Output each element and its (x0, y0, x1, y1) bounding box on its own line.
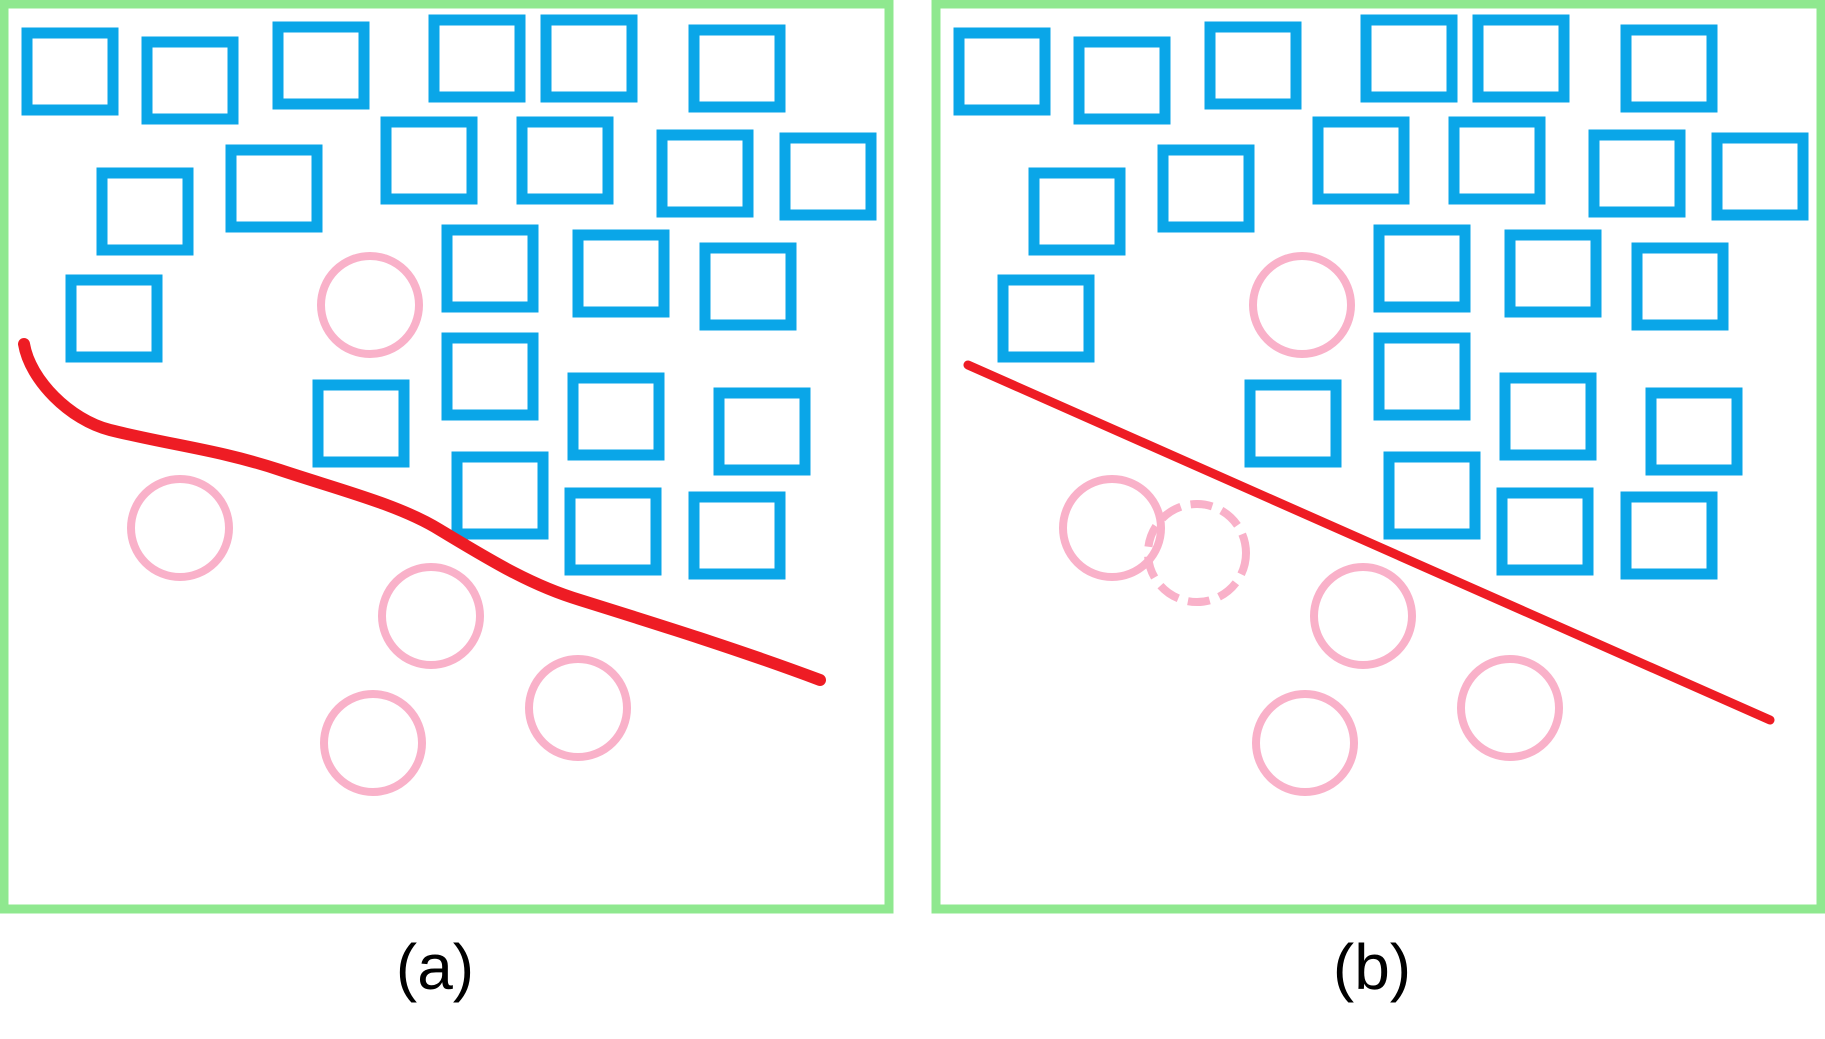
pink-circle (127, 475, 233, 581)
blue-square (1631, 242, 1729, 331)
blue-square (779, 132, 877, 221)
panel-frame (931, 0, 1825, 914)
blue-square (96, 167, 194, 256)
pink-circle (1457, 655, 1563, 761)
blue-square (272, 21, 370, 110)
blue-square (1073, 36, 1171, 125)
pink-circle (378, 563, 484, 669)
caption-b: (b) (1332, 931, 1412, 1003)
blue-square (1204, 21, 1302, 110)
pink-circle (1059, 475, 1165, 581)
blue-square (953, 27, 1051, 116)
blue-square (1499, 372, 1597, 461)
blue-square (1504, 229, 1602, 318)
panel-frame (0, 0, 894, 914)
blue-square (540, 14, 638, 103)
blue-square (1312, 116, 1410, 205)
pink-circle (1310, 563, 1416, 669)
blue-square (564, 487, 662, 576)
pink-circle (1249, 252, 1355, 358)
pink-circle (317, 252, 423, 358)
blue-square (1373, 332, 1471, 421)
blue-square (1157, 144, 1255, 233)
blue-square (441, 332, 539, 421)
blue-square (225, 144, 323, 233)
blue-square (699, 242, 797, 331)
blue-square (1383, 451, 1481, 540)
blue-square (1620, 491, 1718, 580)
blue-square (1360, 14, 1458, 103)
blue-square (1028, 167, 1126, 256)
panel-b (931, 0, 1825, 914)
blue-square (1711, 132, 1809, 221)
blue-square (656, 129, 754, 218)
blue-square (1373, 224, 1471, 313)
blue-square (567, 372, 665, 461)
blue-square (1620, 24, 1718, 113)
pink-circle (525, 655, 631, 761)
blue-square (516, 116, 614, 205)
pink-circle (1252, 690, 1358, 796)
pink-circle (320, 690, 426, 796)
blue-square (1645, 387, 1743, 476)
blue-square (688, 24, 786, 113)
panel-a (0, 0, 894, 914)
blue-square (1448, 116, 1546, 205)
blue-square (572, 229, 670, 318)
blue-square (1496, 487, 1594, 576)
blue-square (997, 274, 1095, 363)
blue-square (1588, 129, 1686, 218)
blue-square (688, 491, 786, 580)
blue-square (141, 36, 239, 125)
decision-boundary-curve (18, 338, 826, 686)
dashed-pink-circle (1144, 500, 1250, 606)
blue-square (65, 274, 163, 363)
blue-square (312, 379, 410, 468)
blue-square (428, 14, 526, 103)
blue-square (1472, 14, 1570, 103)
blue-square (21, 27, 119, 116)
decision-boundary-line (963, 360, 1775, 725)
caption-a: (a) (395, 931, 475, 1003)
blue-square (380, 116, 478, 205)
blue-square (451, 451, 549, 540)
blue-square (441, 224, 539, 313)
blue-square (1244, 379, 1342, 468)
blue-square (713, 387, 811, 476)
